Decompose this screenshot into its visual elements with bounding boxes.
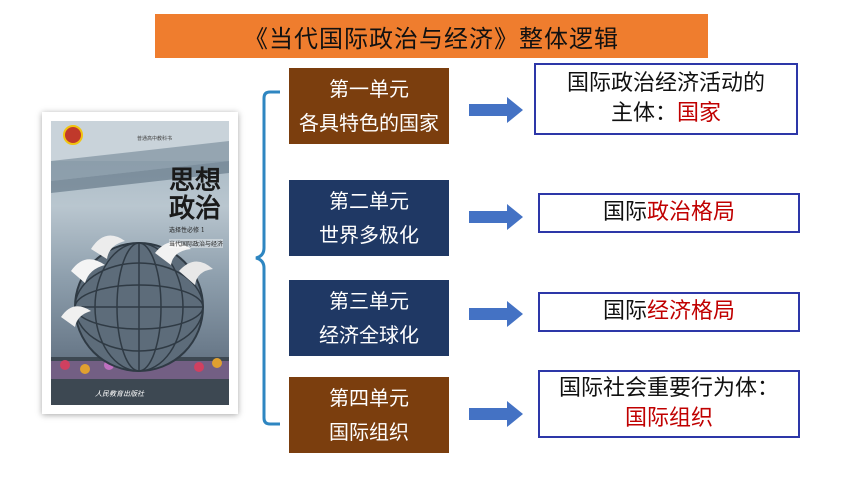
result-line: 国际政治经济活动的	[566, 71, 765, 96]
unit-number: 第三单元	[329, 289, 409, 313]
book-subtitle: 选择性必修 1	[169, 227, 205, 234]
book-series: 普通高中教科书	[137, 136, 173, 142]
cover-illustration	[51, 121, 229, 405]
result-line: 国际经济格局	[602, 299, 736, 324]
result-highlight: 经济格局	[647, 299, 736, 324]
unit-number: 第二单元	[329, 189, 409, 213]
unit-box-1: 第一单元 各具特色的国家	[289, 68, 449, 144]
unit-name: 各具特色的国家	[299, 111, 439, 135]
result-highlight: 国家	[677, 101, 722, 126]
result-line: 国际社会重要行为体：	[558, 376, 779, 401]
result-line: 主体：国家	[610, 101, 722, 126]
unit-name: 国际组织	[329, 420, 409, 444]
textbook-cover: 普通高中教科书 思想 政治 选择性必修 1 当代国际政治与经济 人民教育出版社	[42, 112, 238, 414]
unit-number: 第四单元	[329, 386, 409, 410]
result-box-4: 国际社会重要行为体： 国际组织	[538, 370, 800, 438]
arrow-icon	[469, 97, 523, 123]
unit-name: 经济全球化	[319, 323, 419, 347]
result-highlight: 国际组织	[624, 406, 713, 431]
book-name: 当代国际政治与经济	[169, 239, 224, 248]
arrow-icon	[469, 301, 523, 327]
page-title: 《当代国际政治与经济》整体逻辑	[244, 24, 619, 53]
unit-box-4: 第四单元 国际组织	[289, 377, 449, 453]
unit-box-2: 第二单元 世界多极化	[289, 180, 449, 256]
result-box-2: 国际政治格局	[538, 193, 800, 233]
book-title: 思想 政治	[169, 166, 222, 224]
result-box-3: 国际经济格局	[538, 292, 800, 332]
unit-number: 第一单元	[329, 77, 409, 101]
arrow-icon	[469, 204, 523, 230]
unit-box-3: 第三单元 经济全球化	[289, 280, 449, 356]
result-line: 国际政治格局	[602, 200, 736, 225]
result-box-1: 国际政治经济活动的 主体：国家	[534, 63, 798, 135]
unit-name: 世界多极化	[319, 223, 419, 247]
arrow-icon	[469, 401, 523, 427]
textbook-cover-art: 普通高中教科书 思想 政治 选择性必修 1 当代国际政治与经济 人民教育出版社	[51, 121, 229, 405]
title-banner: 《当代国际政治与经济》整体逻辑	[155, 14, 708, 58]
brace-connector	[255, 90, 280, 426]
book-publisher: 人民教育出版社	[95, 390, 144, 398]
result-highlight: 政治格局	[647, 200, 736, 225]
